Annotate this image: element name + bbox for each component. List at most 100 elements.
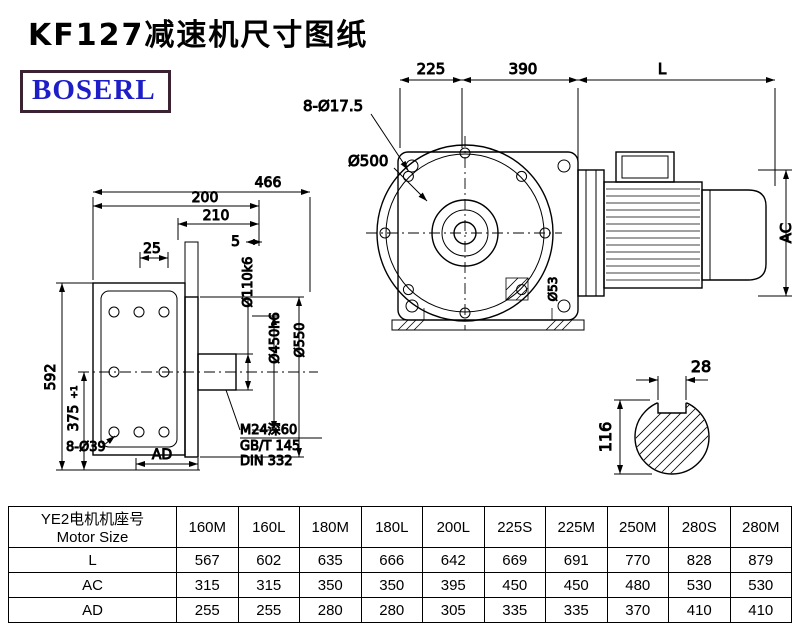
output-flange: [184, 296, 199, 458]
table-cell: 770: [606, 547, 669, 573]
shaft-section-dimensions: 28 116: [596, 357, 712, 475]
left-view-dimensions: 466 200 210 5 25 592 375 +1 8-Ø39 AD: [43, 175, 322, 471]
shaft-bore: [453, 221, 477, 245]
table-cell: 635: [299, 547, 362, 573]
table-cell: 450: [483, 572, 546, 598]
dim-flange-diameter: Ø550: [293, 322, 308, 357]
table-cell: 305: [422, 597, 485, 623]
table-cell: 567: [176, 547, 239, 573]
motor-size-table: YE2电机机座号 Motor Size 160M 160L 180M 180L …: [8, 506, 792, 623]
table-cell: 350: [299, 572, 362, 598]
front-view: [366, 136, 767, 331]
table-column-header: 280M: [729, 506, 792, 548]
flange-outer-circle: [376, 144, 554, 322]
output-shaft: [197, 353, 237, 391]
dim-375: 375: [66, 405, 82, 432]
housing-bolt-holes: [108, 306, 170, 438]
page-title: KF127减速机尺寸图纸: [28, 18, 369, 53]
shaft-section: 28 116: [596, 357, 712, 475]
table-cell: 255: [237, 597, 300, 623]
boserl-logo-text: BOSERL: [32, 74, 156, 106]
table-cell: 255: [176, 597, 239, 623]
table-cell: 410: [729, 597, 792, 623]
table-column-header: 180M: [299, 506, 362, 548]
dim-AD: AD: [152, 447, 172, 463]
table-row-AC: AC 315 315 350 350 395 450 450 480 530 5…: [8, 572, 792, 598]
table-row-AD: AD 255 255 280 280 305 335 335 370 410 4…: [8, 597, 792, 623]
front-view-dimensions: 225 390 L 8-Ø17.5 Ø500 AC Ø53: [303, 60, 796, 302]
table-column-header: 225S: [483, 506, 546, 548]
table-cell: 450: [545, 572, 608, 598]
table-cell: 828: [668, 547, 731, 573]
table-header-row: YE2电机机座号 Motor Size 160M 160L 180M 180L …: [8, 506, 792, 548]
boserl-logo: BOSERL: [20, 70, 171, 113]
table-cell: 669: [483, 547, 546, 573]
table-cell: 335: [545, 597, 608, 623]
dim-pilot-diameter: Ø450h6: [268, 312, 283, 364]
dim-25: 25: [143, 241, 161, 257]
table-header-motor-size: YE2电机机座号 Motor Size: [8, 506, 177, 548]
table-row-label: L: [8, 547, 177, 573]
motor-adapter: [577, 169, 605, 297]
table-column-header: 160M: [176, 506, 239, 548]
dim-375-tolerance: +1: [70, 385, 80, 398]
terminal-box-lid: [621, 155, 669, 179]
dim-shaft-diameter: Ø110k6: [241, 257, 256, 308]
left-view: [78, 241, 318, 458]
dim-210: 210: [203, 208, 230, 224]
callout-standard-gbt: GB/T 145: [240, 439, 300, 454]
dim-200: 200: [192, 190, 219, 206]
gearbox-housing: [92, 282, 186, 456]
table-cell: 315: [176, 572, 239, 598]
keyway-slot: [657, 402, 687, 414]
keyway-mask: [657, 396, 687, 413]
dim-d500: Ø500: [348, 152, 388, 170]
table-column-header: 180L: [360, 506, 423, 548]
table-cell: 280: [360, 597, 423, 623]
housing-inner-face: [100, 290, 178, 448]
dim-d53: Ø53: [546, 277, 560, 302]
hub-circle: [431, 199, 499, 267]
table-column-header: 250M: [606, 506, 669, 548]
table-header-en: Motor Size: [56, 529, 129, 546]
table-cell: 370: [606, 597, 669, 623]
hub-inner-circle: [441, 209, 489, 257]
table-cell: 335: [483, 597, 546, 623]
table-cell: 530: [668, 572, 731, 598]
base-plate: [391, 319, 585, 331]
flange-bolt-holes: [379, 147, 551, 319]
callout-tapped-hole: M24深60: [240, 423, 297, 438]
table-cell: 480: [606, 572, 669, 598]
table-column-header: 280S: [668, 506, 731, 548]
table-row-L: L 567 602 635 666 642 669 691 770 828 87…: [8, 547, 792, 573]
dim-shaft-116: 116: [596, 422, 615, 453]
table-cell: 350: [360, 572, 423, 598]
dim-592: 592: [43, 364, 59, 391]
table-cell: 280: [299, 597, 362, 623]
dim-keyway-28: 28: [691, 357, 711, 376]
table-cell: 602: [237, 547, 300, 573]
table-column-header: 160L: [237, 506, 300, 548]
table-row-label: AD: [8, 597, 177, 623]
table-cell: 315: [237, 572, 300, 598]
table-cell: 691: [545, 547, 608, 573]
table-cell: 410: [668, 597, 731, 623]
table-cell: 530: [729, 572, 792, 598]
base-hatching: [397, 308, 573, 331]
technical-drawing: 466 200 210 5 25 592 375 +1 8-Ø39 AD: [43, 60, 796, 475]
flange-inner-circle: [385, 153, 545, 313]
dim-390: 390: [509, 60, 538, 78]
dim-225: 225: [417, 60, 446, 78]
table-column-header: 200L: [422, 506, 485, 548]
dim-8-d39: 8-Ø39: [66, 440, 106, 455]
table-header-cn: YE2电机机座号: [40, 511, 145, 528]
table-cell: 879: [729, 547, 792, 573]
motor-cooling-fins: [606, 188, 700, 281]
table-cell: 666: [360, 547, 423, 573]
callout-standard-din: DIN 332: [240, 454, 293, 469]
table-column-header: 225M: [545, 506, 608, 548]
motor-end-cap: [701, 189, 767, 281]
terminal-box: [615, 151, 675, 183]
table-row-label: AC: [8, 572, 177, 598]
dim-8-d17-5: 8-Ø17.5: [303, 97, 363, 115]
